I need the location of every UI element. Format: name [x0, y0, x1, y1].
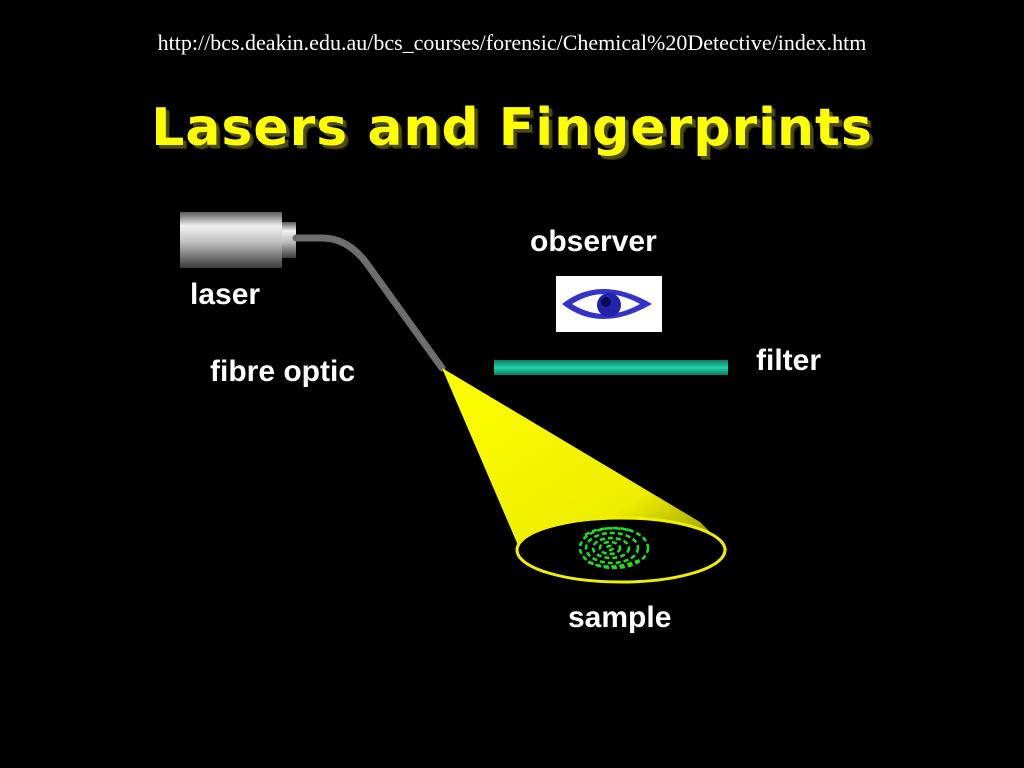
sample-area	[515, 516, 727, 584]
eye-icon	[556, 276, 662, 332]
light-beam	[442, 368, 728, 550]
filter-bar	[494, 360, 728, 375]
source-url: http://bcs.deakin.edu.au/bcs_courses/for…	[157, 30, 867, 55]
fingerprint-icon	[578, 526, 650, 570]
label-filter: filter	[756, 344, 821, 377]
label-fibre-optic: fibre optic	[210, 355, 355, 388]
label-observer: observer	[530, 225, 657, 258]
label-sample: sample	[568, 601, 671, 634]
laser-device-icon	[180, 212, 296, 268]
fibre-optic-cable	[292, 234, 446, 372]
slide-title: Lasers and Fingerprints	[151, 98, 873, 158]
label-laser: laser	[190, 278, 260, 311]
